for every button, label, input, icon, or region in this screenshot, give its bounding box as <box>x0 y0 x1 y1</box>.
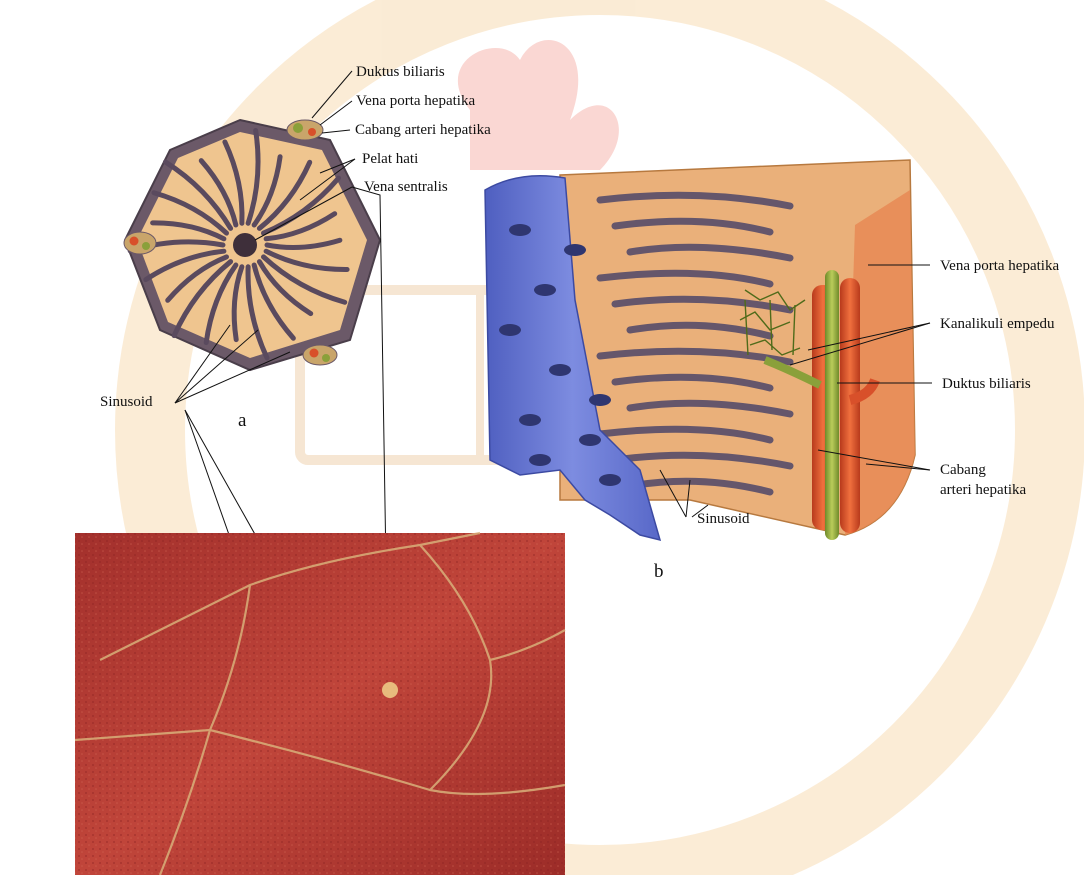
liver-block-3d <box>485 160 915 540</box>
label-vena-porta-hepatika-a: Vena porta hepatika <box>356 92 475 110</box>
hepatic-artery-branch <box>840 278 860 533</box>
sinusoid-opening <box>549 364 571 376</box>
label-sinusoid-b: Sinusoid <box>697 510 750 528</box>
sinusoid-opening <box>599 474 621 486</box>
label-duktus-biliaris-a: Duktus biliaris <box>356 63 445 81</box>
label-duktus-biliaris-b: Duktus biliaris <box>942 375 1031 393</box>
micrograph <box>75 533 565 875</box>
bile-duct <box>825 270 839 540</box>
central-vein <box>233 233 257 257</box>
sinusoid-opening <box>564 244 586 256</box>
label-vena-sentralis: Vena sentralis <box>364 178 448 196</box>
label-sinusoid-a: Sinusoid <box>100 393 153 411</box>
sinusoid-opening <box>499 324 521 336</box>
sinusoid-opening <box>589 394 611 406</box>
sinusoid-opening <box>509 224 531 236</box>
label-cabang-arteri-hepatika-a: Cabang arteri hepatika <box>355 121 491 139</box>
label-cabang: Cabang <box>940 461 986 479</box>
portal-triad <box>303 345 337 365</box>
central-vein-section <box>382 682 398 698</box>
label-kanalikuli-empedu: Kanalikuli empedu <box>940 315 1055 333</box>
sinusoid-opening <box>579 434 601 446</box>
sinusoid-opening <box>534 284 556 296</box>
sinusoid-opening <box>519 414 541 426</box>
sinusoid-opening <box>529 454 551 466</box>
flame-watermark <box>458 40 619 170</box>
panel-letter-a: a <box>238 410 246 432</box>
label-pelat-hati: Pelat hati <box>362 150 418 168</box>
label-arteri-hepatika: arteri hepatika <box>940 481 1026 499</box>
portal-triad <box>287 120 323 140</box>
portal-triad <box>124 232 156 254</box>
panel-letter-b: b <box>654 561 664 583</box>
label-vena-porta-hepatika-b: Vena porta hepatika <box>940 257 1059 275</box>
